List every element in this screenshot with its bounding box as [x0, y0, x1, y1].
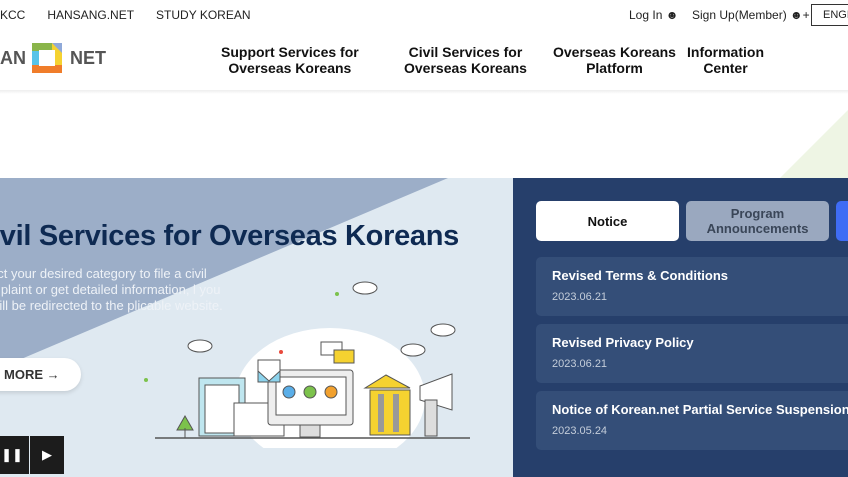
play-button[interactable]: ▶: [30, 436, 64, 474]
pause-button[interactable]: ❚❚: [0, 436, 29, 474]
hero-title: ivil Services for Overseas Koreans: [0, 220, 459, 252]
hero-banner: ivil Services for Overseas Koreans ect y…: [0, 178, 513, 477]
login-link[interactable]: Log In ☻: [629, 8, 678, 22]
link-kcc[interactable]: KCC: [0, 8, 26, 22]
decorative-shape: [780, 110, 848, 178]
user-icon: ☻: [665, 8, 679, 22]
logo[interactable]: AN NET: [0, 43, 106, 73]
notice-item[interactable]: Revised Terms & Conditions 2023.06.21: [536, 257, 848, 316]
hero-description: ect your desired category to file a civi…: [0, 266, 223, 313]
pause-icon: ❚❚: [1, 447, 23, 462]
user-plus-icon: ☻+: [790, 8, 810, 22]
civil-services-illustration: [144, 281, 470, 448]
logo-mark-icon: [32, 43, 62, 73]
more-button[interactable]: MORE →: [0, 358, 81, 391]
logo-text-left: AN: [0, 47, 26, 68]
signup-link[interactable]: Sign Up(Member) ☻+: [692, 8, 810, 22]
language-select[interactable]: ENGL: [811, 4, 848, 26]
arrow-right-icon: →: [46, 367, 60, 382]
notice-date: 2023.06.21: [552, 291, 608, 303]
header-divider: [0, 90, 848, 94]
tab-program-announcements[interactable]: Program Announcements: [686, 201, 829, 241]
tab-more[interactable]: [836, 201, 848, 241]
play-icon: ▶: [42, 447, 52, 462]
notice-title: Revised Terms & Conditions: [552, 268, 729, 283]
logo-text-right: NET: [70, 47, 106, 68]
notice-item[interactable]: Notice of Korean.net Partial Service Sus…: [536, 391, 848, 450]
tab-notice[interactable]: Notice: [536, 201, 679, 241]
utility-links: KCC HANSANG.NET STUDY KOREAN: [0, 8, 273, 22]
link-hansang[interactable]: HANSANG.NET: [47, 8, 135, 22]
notice-date: 2023.06.21: [552, 358, 608, 370]
notice-date: 2023.05.24: [552, 425, 608, 437]
more-label: MORE: [4, 367, 43, 382]
notice-item[interactable]: Revised Privacy Policy 2023.06.21: [536, 324, 848, 383]
login-label: Log In: [629, 8, 663, 22]
hero-background-triangle: [0, 178, 448, 368]
notice-title: Revised Privacy Policy: [552, 335, 694, 350]
signup-label: Sign Up(Member): [692, 8, 787, 22]
notice-title: Notice of Korean.net Partial Service Sus…: [552, 402, 848, 417]
notice-panel: Notice Program Announcements Revised Ter…: [513, 178, 848, 477]
link-study-korean[interactable]: STUDY KOREAN: [156, 8, 251, 22]
